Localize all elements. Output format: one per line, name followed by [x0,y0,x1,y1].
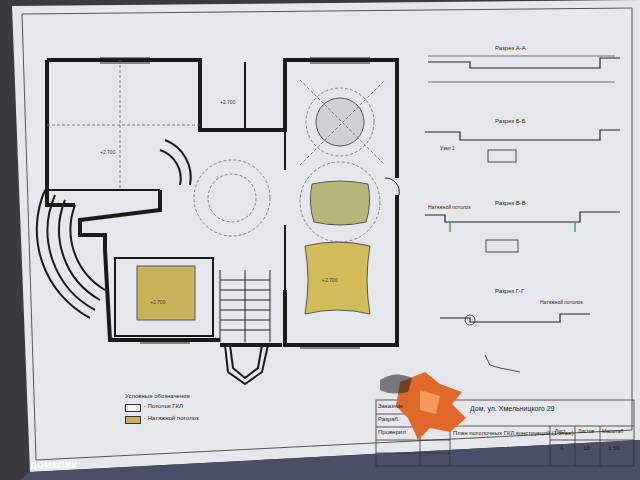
label-text: +2.700 [220,100,235,106]
label-text: +2.700 [100,150,115,156]
label-text: Условные обозначения [125,393,190,400]
label-text: Разраб. [378,416,400,423]
label-text: Проверил [378,429,406,436]
label-text: Листов [578,429,594,435]
label-text: 6 [560,445,563,452]
label-text: Масштаб [602,429,623,435]
label-text: Разрез Б-Б [495,118,526,125]
label-text: Натяжной потолок [540,300,583,306]
label-text: Разрез В-В [495,200,526,207]
legend-swatch [125,416,141,424]
label-text: 10 [583,445,590,452]
label-text: 1:50 [608,445,620,452]
label-text: +2.700 [150,300,165,306]
label-text: Заказчик [378,403,403,410]
legend-text: - Потолок ГКЛ [144,403,183,410]
legend-text: - Натяжной потолок [144,415,199,422]
label-text: Узел 1 [440,146,455,152]
label-text: домклик [30,458,77,470]
legend-swatch [125,404,141,412]
label-text: Разрез А-А [495,45,526,52]
label-text: Натяжной потолок [428,205,471,211]
label-text: Лист [555,429,566,435]
label-text: Дом, ул. Хмельницкого 29 [470,405,554,413]
label-text: Разрез Г-Г [495,288,524,295]
label-text: +2.700 [322,278,337,284]
